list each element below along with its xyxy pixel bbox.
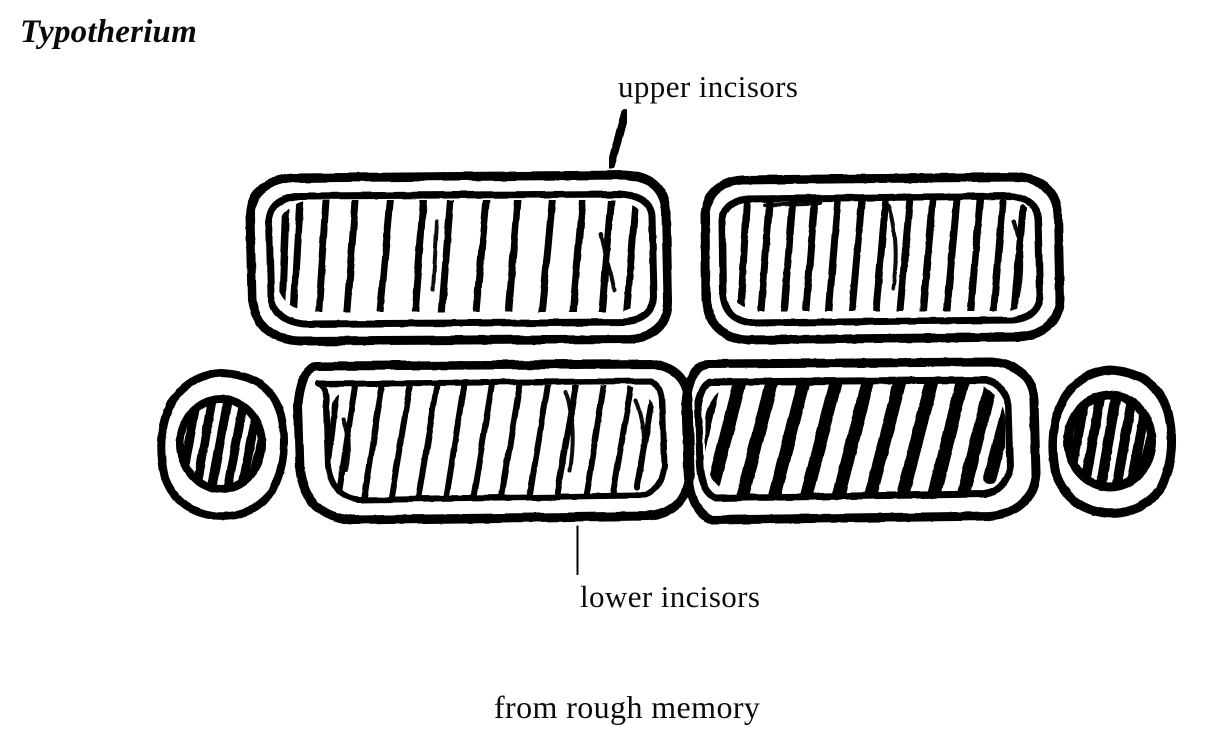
- right-lateral-tooth: [1048, 365, 1177, 518]
- upper-left-incisor: [245, 170, 673, 346]
- lower-incisors-leader-line: [573, 525, 582, 576]
- upper-incisors-label: upper incisors: [618, 69, 799, 104]
- upper-right-incisor: [700, 172, 1065, 345]
- lower-right-incisor: [681, 357, 1041, 525]
- figure-caption: from rough memory: [494, 689, 761, 725]
- upper-incisors-leader-line: [607, 109, 629, 169]
- lower-incisors-label: lower incisors: [580, 579, 761, 614]
- lower-left-incisor: [293, 359, 695, 525]
- left-lateral-tooth: [157, 369, 288, 521]
- taxon-name: Typotherium: [20, 14, 197, 50]
